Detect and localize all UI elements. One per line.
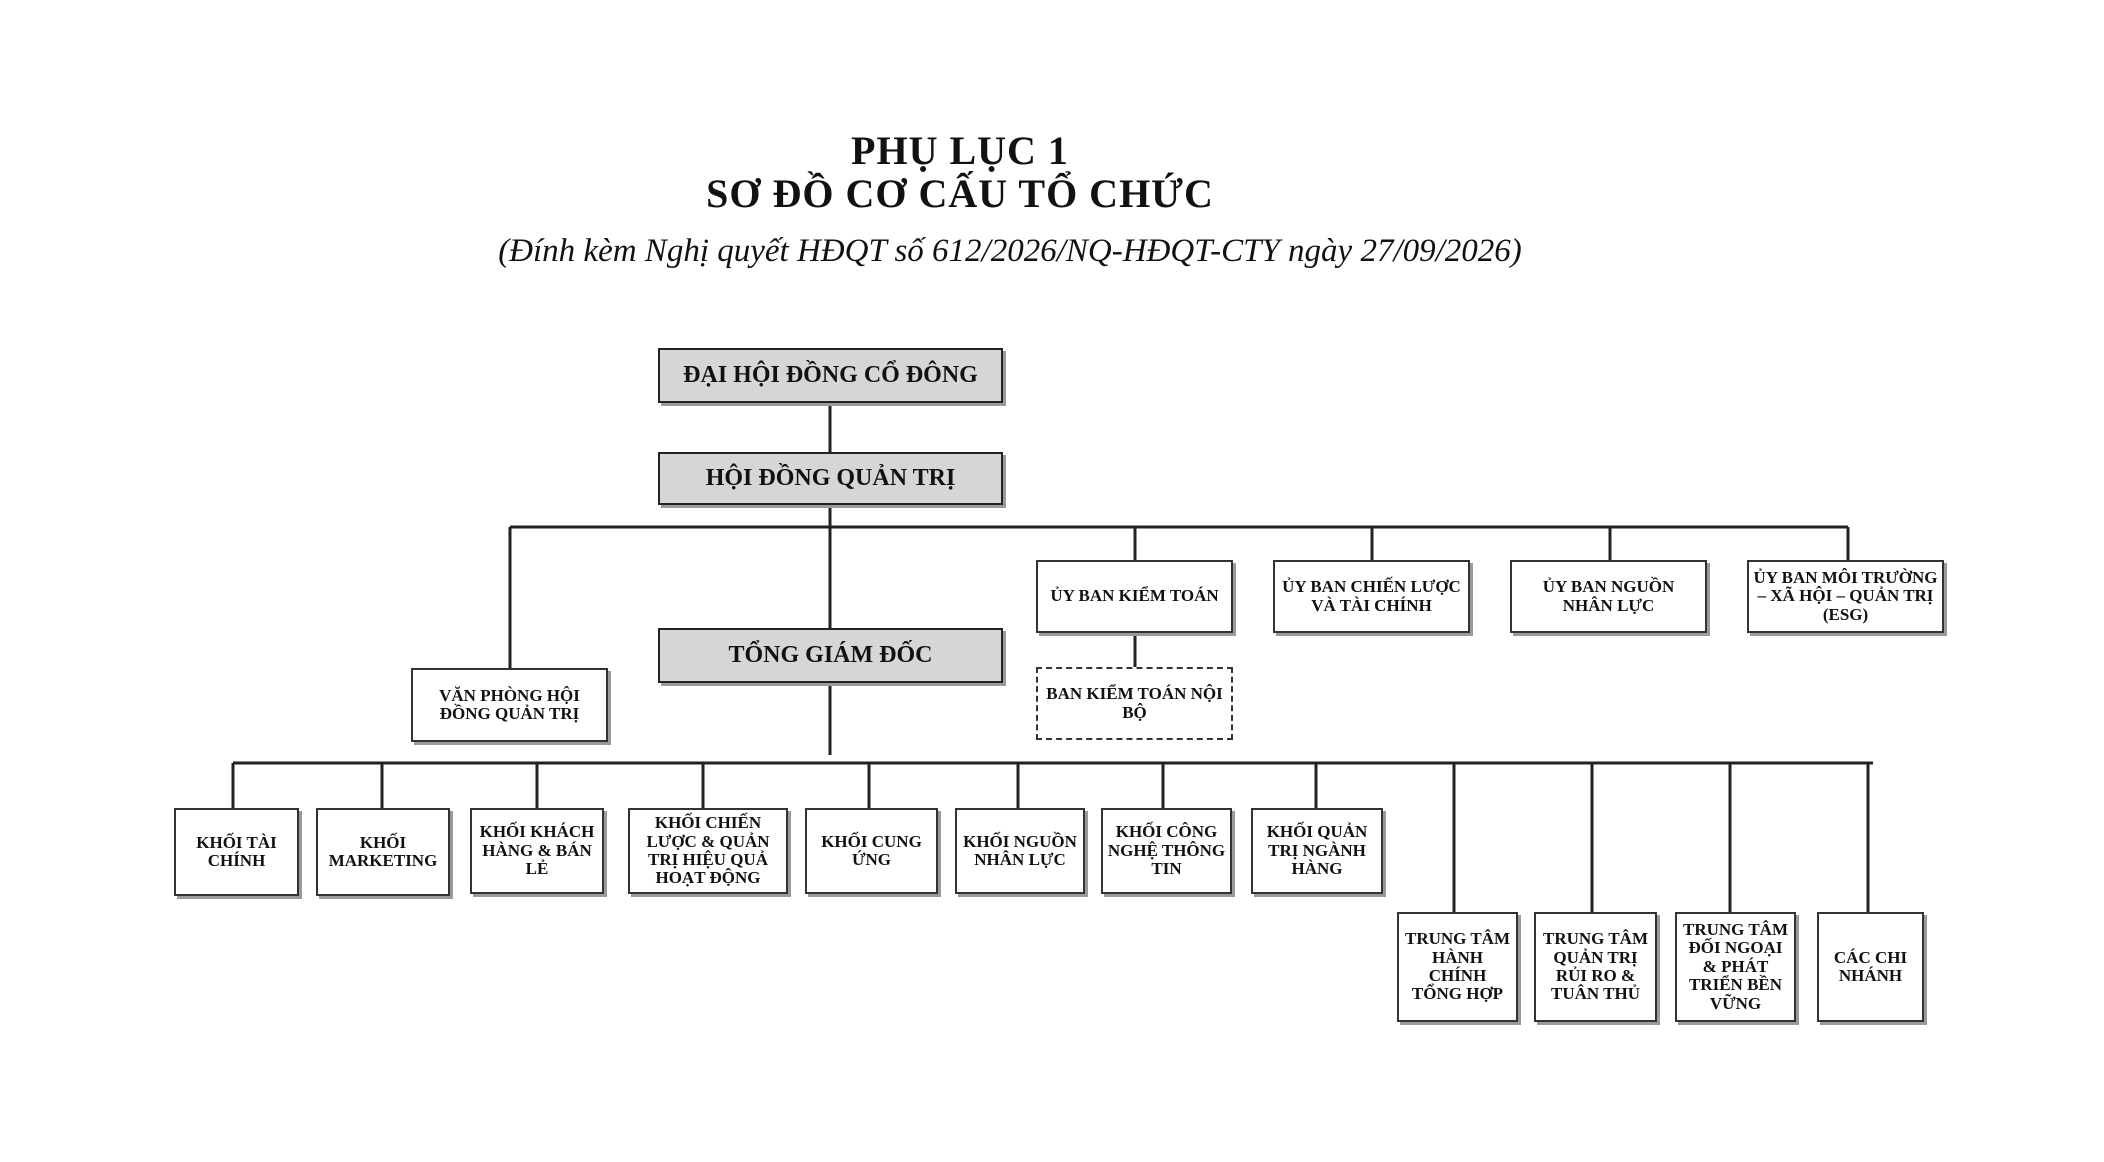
division-category-management: KHỐI QUẢN TRỊ NGÀNH HÀNG: [1251, 808, 1383, 894]
strategy-finance-committee-box: ỦY BAN CHIẾN LƯỢC VÀ TÀI CHÍNH: [1273, 560, 1470, 633]
internal-audit-box: BAN KIỂM TOÁN NỘI BỘ: [1036, 667, 1233, 740]
board-office-box: VĂN PHÒNG HỘI ĐỒNG QUẢN TRỊ: [411, 668, 608, 742]
branches-box: CÁC CHI NHÁNH: [1817, 912, 1924, 1022]
esg-committee-box: ỦY BAN MÔI TRƯỜNG – XÃ HỘI – QUẢN TRỊ (E…: [1747, 560, 1944, 633]
agm-box: ĐẠI HỘI ĐỒNG CỔ ĐÔNG: [658, 348, 1003, 403]
hr-committee-box: ỦY BAN NGUỒN NHÂN LỰC: [1510, 560, 1707, 633]
division-it: KHỐI CÔNG NGHỆ THÔNG TIN: [1101, 808, 1232, 894]
ceo-box: TỔNG GIÁM ĐỐC: [658, 628, 1003, 683]
board-box: HỘI ĐỒNG QUẢN TRỊ: [658, 452, 1003, 505]
center-general-admin: TRUNG TÂM HÀNH CHÍNH TỔNG HỢP: [1397, 912, 1518, 1022]
chart-title: SƠ ĐỒ CƠ CẤU TỔ CHỨC: [706, 171, 1214, 216]
division-supply: KHỐI CUNG ỨNG: [805, 808, 938, 894]
division-marketing: KHỐI MARKETING: [316, 808, 450, 896]
audit-committee-box: ỦY BAN KIỂM TOÁN: [1036, 560, 1233, 633]
center-risk-compliance: TRUNG TÂM QUẢN TRỊ RỦI RO & TUÂN THỦ: [1534, 912, 1657, 1022]
division-human-resources: KHỐI NGUỒN NHÂN LỰC: [955, 808, 1085, 894]
center-external-sustainability: TRUNG TÂM ĐỐI NGOẠI & PHÁT TRIỂN BỀN VỮN…: [1675, 912, 1796, 1022]
appendix-title: PHỤ LỤC 1: [851, 128, 1069, 173]
division-strategy-performance: KHỐI CHIẾN LƯỢC & QUẢN TRỊ HIỆU QUẢ HOẠT…: [628, 808, 788, 894]
division-customer-retail: KHỐI KHÁCH HÀNG & BÁN LẺ: [470, 808, 604, 894]
resolution-subtitle: (Đính kèm Nghị quyết HĐQT số 612/2026/NQ…: [498, 233, 1522, 269]
division-finance: KHỐI TÀI CHÍNH: [174, 808, 299, 896]
